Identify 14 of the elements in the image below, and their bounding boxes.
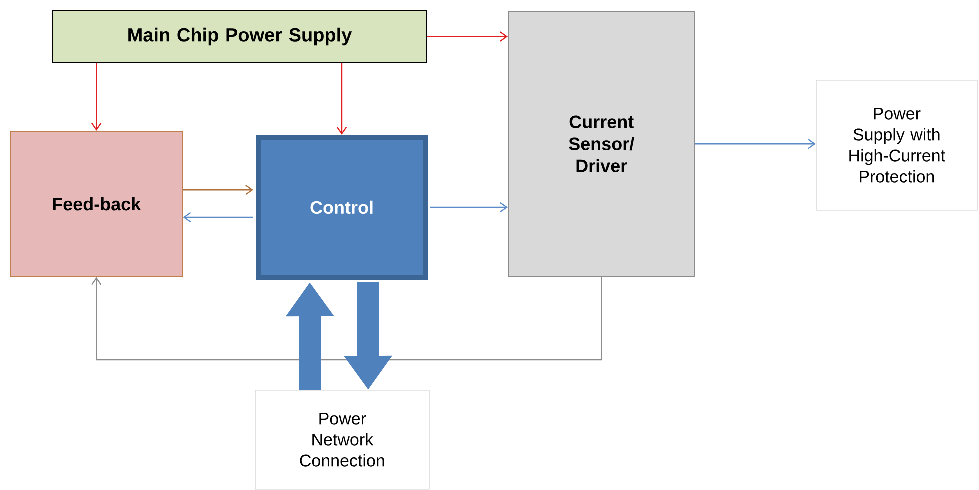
box: Control xyxy=(256,135,428,280)
arrow xyxy=(183,212,254,223)
arrow xyxy=(183,185,254,196)
arrow xyxy=(92,64,102,131)
box: Power Network Connection xyxy=(255,390,430,490)
arrow xyxy=(336,64,348,135)
arrow xyxy=(92,277,602,361)
box: Current Sensor/ Driver xyxy=(508,11,696,278)
arrow xyxy=(428,32,508,42)
box: Main Chip Power Supply xyxy=(52,10,428,64)
arrow xyxy=(695,139,816,150)
box: Power Supply with High-Current Protection xyxy=(816,80,978,211)
box: Feed-back xyxy=(10,131,184,278)
arrow xyxy=(430,202,508,213)
